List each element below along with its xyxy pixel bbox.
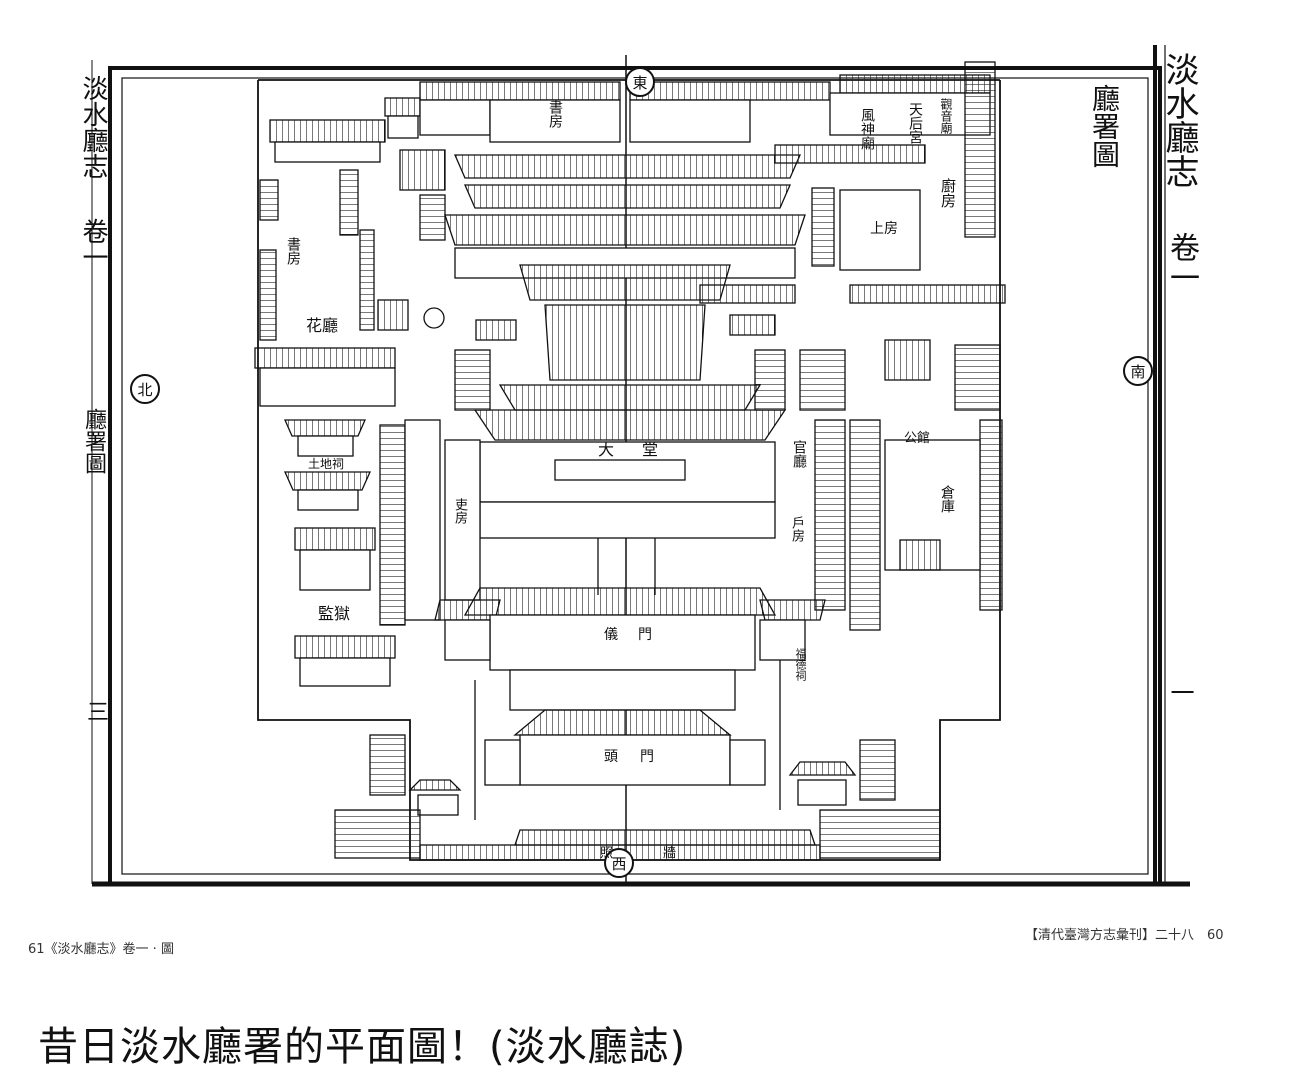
central-roofs — [444, 154, 806, 441]
label-shangfang: 上房 — [870, 221, 898, 237]
left-page-title: 廳署圖 — [81, 408, 106, 474]
label-toumen: 頭門 — [604, 749, 676, 765]
left-galleries — [254, 149, 517, 687]
label-jianyu: 監獄 — [318, 604, 351, 623]
label-zhaoqiang: 照牆 — [600, 846, 727, 861]
main-hall — [444, 439, 776, 601]
left-edge-volume: 卷一 — [78, 218, 108, 270]
ceremonial-gate — [434, 587, 826, 711]
label-chufang: 廚房 — [939, 178, 957, 208]
label-hufang: 戶房 — [789, 516, 804, 542]
footer-left: 61《淡水廳志》卷一 · 圖 — [28, 942, 174, 957]
head-gate — [369, 660, 896, 820]
label-shufang-left: 書房 — [285, 237, 301, 265]
plate-title: 廳署圖 — [1088, 84, 1121, 168]
spirit-wall — [334, 809, 941, 861]
label-gongguan: 公館 — [904, 431, 931, 446]
label-yaofang: 吏房 — [452, 498, 467, 524]
left-page-number: 三 — [83, 700, 108, 722]
right-page-number: 一 — [1166, 680, 1194, 704]
label-fengshen: 風神廟 — [859, 108, 875, 150]
left-edge-title: 淡水廳志 — [78, 75, 108, 179]
label-fushenci: 福德祠 — [794, 648, 807, 681]
label-tianhou: 天后宮 — [907, 102, 923, 144]
compass-south: 南 — [1123, 356, 1153, 386]
label-tudi: 土地祠 — [308, 457, 345, 471]
label-yimen: 儀門 — [604, 627, 672, 643]
label-huating: 花廳 — [306, 316, 339, 335]
caption: 昔日淡水廳署的平面圖！(淡水廳誌) — [38, 1024, 687, 1070]
top-buildings — [269, 61, 996, 238]
label-datang: 大堂 — [598, 440, 687, 459]
label-guandi: 觀音廟 — [939, 98, 953, 134]
right-header-title: 淡水廳志 — [1159, 52, 1199, 188]
plan-drawing — [91, 45, 1190, 887]
label-guanting: 官廳 — [791, 440, 807, 468]
compass-north: 北 — [130, 374, 160, 404]
right-galleries — [699, 144, 1006, 631]
right-header-volume: 卷一 — [1164, 232, 1199, 292]
compass-west: 西 — [604, 848, 634, 878]
label-shufang-top: 書房 — [547, 100, 563, 128]
label-cangku: 倉庫 — [939, 485, 955, 513]
compass-east: 東 — [625, 67, 655, 97]
footer-right: 【清代臺灣方志彙刊】二十八 60 — [1025, 928, 1224, 943]
